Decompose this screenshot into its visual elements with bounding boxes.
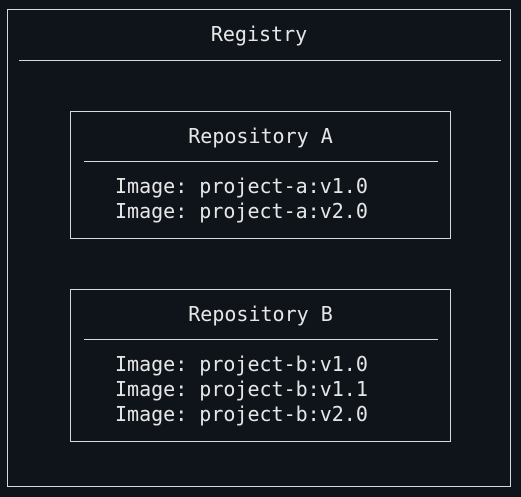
repository-a-divider [84, 161, 438, 162]
repository-a-image-list: Image: project-a:v1.0 Image: project-a:v… [115, 174, 368, 224]
image-entry: Image: project-a:v1.0 [115, 174, 368, 198]
repository-a-title: Repository A [188, 124, 333, 148]
image-entry: Image: project-a:v2.0 [115, 199, 368, 223]
repository-b-divider [84, 339, 438, 340]
repository-b-image-list: Image: project-b:v1.0 Image: project-b:v… [115, 352, 368, 427]
repository-b-title: Repository B [188, 302, 333, 326]
registry-divider [19, 60, 501, 61]
registry-box: Registry Repository A Image: project-a:v… [7, 9, 511, 487]
image-entry: Image: project-b:v1.0 [115, 352, 368, 376]
repository-b-box: Repository B Image: project-b:v1.0 Image… [70, 289, 451, 442]
image-entry: Image: project-b:v2.0 [115, 402, 368, 426]
image-entry: Image: project-b:v1.1 [115, 377, 368, 401]
repository-a-box: Repository A Image: project-a:v1.0 Image… [70, 111, 451, 239]
registry-title: Registry [210, 22, 308, 46]
